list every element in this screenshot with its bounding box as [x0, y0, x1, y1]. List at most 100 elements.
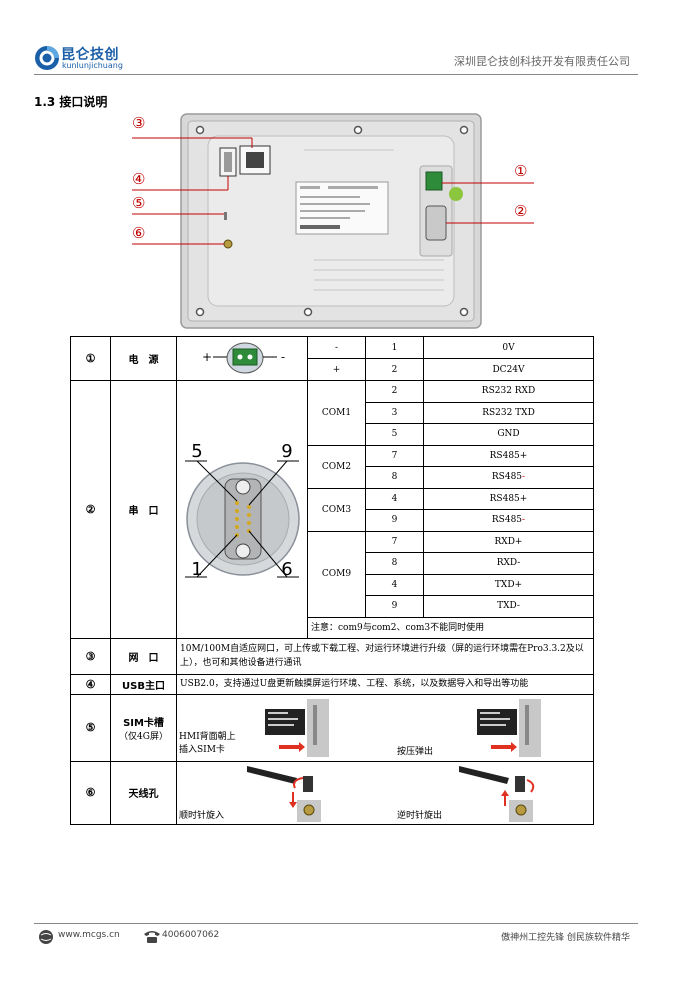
pin-number: 7 [365, 444, 424, 467]
pin-number: 1 [365, 336, 424, 359]
antenna-instructions: 顺时针旋入 逆时针旋出 [176, 760, 594, 825]
minus-sign: - [522, 472, 526, 483]
pin-label-1: 1 [191, 559, 202, 580]
row-name: SIM卡槽 （仅4G屏） [110, 693, 177, 762]
footer-website: www.mcgs.cn [58, 930, 120, 940]
sim-eject-illustration-icon [477, 698, 541, 757]
com-group-label: COM3 [307, 487, 366, 532]
row-number: ⑤ [70, 693, 111, 762]
sim-name: SIM卡槽 [123, 717, 164, 729]
pin-number: 9 [365, 595, 424, 618]
section-title: 1.3 接口说明 [34, 95, 108, 109]
callout-5: ⑤ [132, 194, 146, 212]
pin-number: 5 [365, 423, 424, 446]
footer-divider [34, 923, 638, 924]
callout-2: ② [514, 202, 528, 220]
pin-signal: TXD+ [423, 573, 594, 596]
phone-icon [144, 931, 160, 943]
row-name: 网 口 [110, 637, 177, 675]
row-name: USB主口 [110, 673, 177, 695]
db9-connector-figure: 5 9 1 6 [176, 380, 308, 639]
pin-signal: RS485 [491, 472, 523, 483]
pin-number: 9 [365, 509, 424, 532]
pin-number: 7 [365, 530, 424, 553]
row-number: ① [70, 336, 111, 381]
row-name: 电 源 [110, 336, 177, 381]
antenna-install-illustration-icon [247, 765, 321, 822]
row-name: 天线孔 [110, 760, 177, 825]
footer-slogan: 傲神州工控先锋 创民族软件精华 [501, 933, 630, 943]
row-number: ③ [70, 637, 111, 675]
pin-number: 2 [365, 358, 424, 381]
com-group-label: COM2 [307, 444, 366, 489]
pin-number: 4 [365, 487, 424, 510]
pin-number: 4 [365, 573, 424, 596]
sim-instructions: HMI背面朝上 插入SIM卡 按压弹出 [176, 693, 594, 762]
pin-label-6: 6 [281, 559, 292, 580]
row-name: 串 口 [110, 380, 177, 639]
pin-label-9: 9 [281, 441, 292, 462]
sim-name-sub: （仅4G屏） [119, 731, 168, 742]
globe-icon [39, 930, 53, 944]
usb-description: USB2.0，支持通过U盘更新触摸屏运行环境、工程、系统，以及数据导入和导出等功… [176, 673, 594, 695]
table-row: COM2 7 RS485+ [71, 444, 594, 489]
pin-signal: RXD- [423, 552, 594, 575]
sim-eject-text: 按压弹出 [397, 746, 434, 757]
company-name: 深圳昆仑技创科技开发有限责任公司 [454, 55, 630, 68]
minus-sign: - [522, 515, 526, 526]
power-plus-label: + [202, 350, 212, 364]
table-row: 4 TXD+ [71, 573, 594, 596]
table-row: ⑤ SIM卡槽 （仅4G屏） HMI背面朝上 插入SIM卡 [70, 693, 594, 762]
table-row: ⑥ 天线孔 顺时针旋入 [70, 760, 594, 825]
logo-subtext: kunlunjichuang [62, 61, 123, 70]
power-connector-figure: + - [176, 336, 308, 381]
pin-signal: DC24V [423, 358, 594, 381]
table-row: 8 RS485- [71, 466, 594, 489]
antenna-counterclockwise-text: 逆时针旋出 [397, 810, 443, 821]
callout-3: ③ [132, 114, 146, 132]
pin-signal: GND [423, 423, 594, 446]
row-number: ④ [70, 673, 111, 695]
page-header: 昆仑技创 kunlunjichuang 深圳昆仑技创科技开发有限责任公司 [0, 0, 673, 75]
pin-number: 3 [365, 401, 424, 424]
pin-signal: RXD+ [423, 530, 594, 553]
db9-connector-icon: 5 9 1 6 [185, 441, 300, 580]
table-row: COM3 4 RS485+ [71, 487, 594, 532]
pin-signal: RS485+ [423, 487, 594, 510]
power-sign: + [307, 358, 366, 381]
pin-signal: TXD- [423, 595, 594, 618]
pin-signal: RS232 TXD [423, 401, 594, 424]
power-sign: - [307, 336, 366, 359]
interface-spec-table: ① 电 源 + - - 1 0V + 2 DC24V ② 串 口 [70, 336, 594, 825]
sim-step-2: 插入SIM卡 [179, 744, 225, 755]
serial-note: 注意：com9与com2、com3不能同时使用 [307, 616, 594, 639]
table-row: 9 RS485- [71, 509, 594, 532]
row-number: ⑥ [70, 760, 111, 825]
table-row: ④ USB主口 USB2.0，支持通过U盘更新触摸屏运行环境、工程、系统，以及数… [70, 673, 594, 695]
pin-signal: RS485 [491, 515, 523, 526]
pin-signal: RS485+ [423, 444, 594, 467]
table-row: ③ 网 口 10M/100M自适应网口，可上传或下载工程、对运行环境进行升级（屏… [70, 637, 594, 675]
footer-phone: 4006007062 [162, 930, 220, 940]
ethernet-description: 10M/100M自适应网口，可上传或下载工程、对运行环境进行升级（屏的运行环境需… [176, 637, 594, 675]
header-divider [34, 74, 638, 75]
table-row: ② 串 口 5 9 [70, 380, 594, 639]
table-row: + 2 DC24V [71, 358, 594, 381]
callout-1: ① [514, 162, 528, 180]
pin-signal-cell: RS485- [423, 509, 594, 532]
pin-number: 8 [365, 466, 424, 489]
company-logo-icon [35, 46, 59, 70]
pin-signal-cell: RS485- [423, 466, 594, 489]
callout-4: ④ [132, 170, 146, 188]
com-group-label: COM9 [307, 530, 366, 618]
sim-step-1: HMI背面朝上 [179, 731, 236, 742]
power-connector-icon: + - [202, 342, 285, 374]
pin-signal: 0V [423, 336, 594, 359]
device-back-figure [132, 113, 534, 329]
table-row: 5 GND [71, 423, 594, 446]
sim-insert-illustration-icon [265, 698, 329, 757]
com-group-label: COM1 [307, 380, 366, 446]
row-number: ② [70, 380, 111, 639]
callout-6: ⑥ [132, 224, 146, 242]
pin-number: 2 [365, 380, 424, 403]
